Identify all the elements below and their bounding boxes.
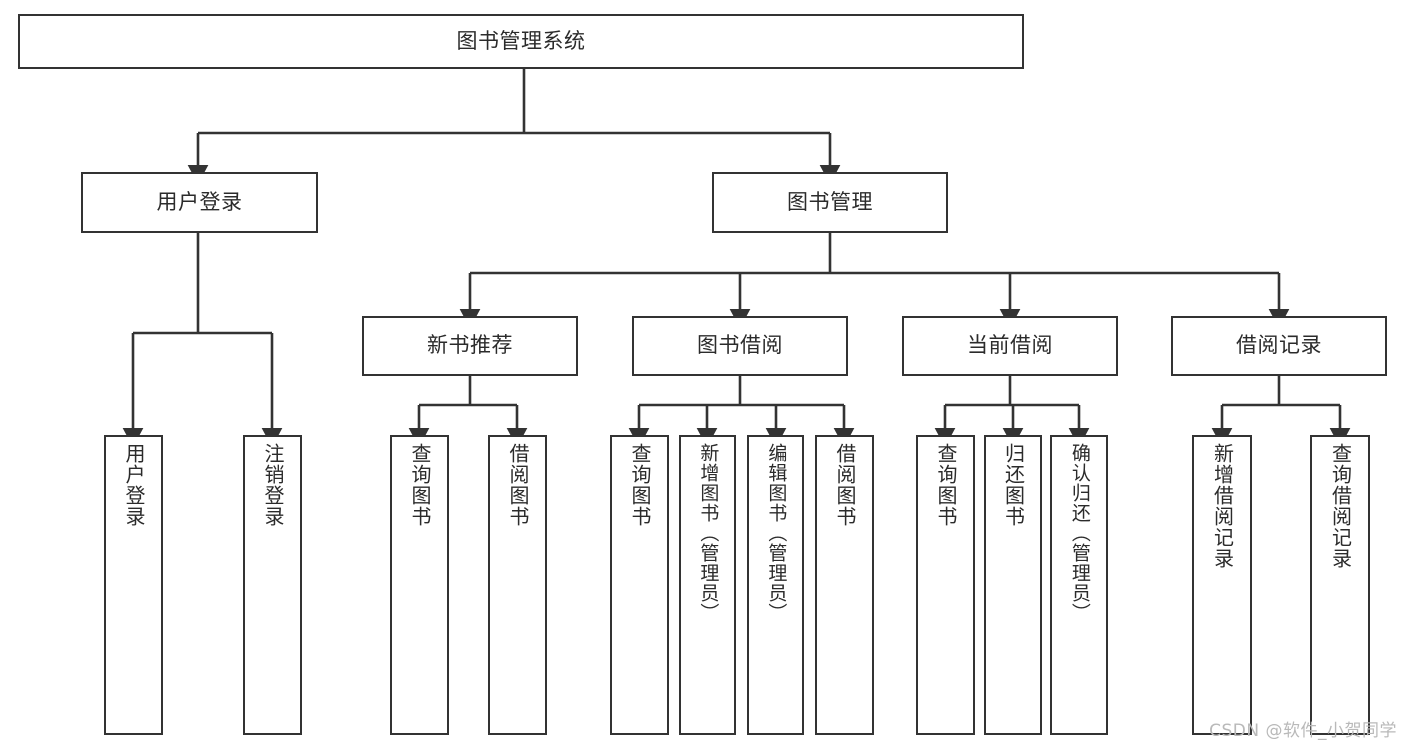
node-new-book-recommend[interactable]: 新书推荐 [362,316,578,376]
node-leaf-add-record-label: 新增借阅记录 [1210,443,1235,569]
node-leaf-user-login[interactable]: 用户登录 [104,435,163,735]
node-leaf-confirm-return-label: 确认归还（管理员） [1068,443,1091,623]
node-leaf-user-login-label: 用户登录 [122,443,146,527]
node-leaf-borrow-book-2-label: 借阅图书 [833,443,857,527]
node-leaf-edit-book[interactable]: 编辑图书（管理员） [747,435,804,735]
node-root-label: 图书管理系统 [456,28,586,53]
node-leaf-user-logout[interactable]: 注销登录 [243,435,302,735]
node-user-login[interactable]: 用户登录 [81,172,318,233]
node-user-login-label: 用户登录 [156,189,243,214]
node-leaf-query-book-2[interactable]: 查询图书 [610,435,669,735]
node-leaf-user-logout-label: 注销登录 [261,443,285,527]
node-borrow-record[interactable]: 借阅记录 [1171,316,1387,376]
node-book-borrow-label: 图书借阅 [697,333,783,358]
node-leaf-add-book[interactable]: 新增图书（管理员） [679,435,736,735]
node-leaf-query-book-2-label: 查询图书 [628,443,652,527]
node-book-borrow[interactable]: 图书借阅 [632,316,848,376]
node-leaf-add-record[interactable]: 新增借阅记录 [1192,435,1252,735]
node-leaf-borrow-book-1[interactable]: 借阅图书 [488,435,547,735]
node-leaf-query-record[interactable]: 查询借阅记录 [1310,435,1370,735]
node-leaf-edit-book-label: 编辑图书（管理员） [765,443,788,623]
node-book-manage[interactable]: 图书管理 [712,172,948,233]
node-current-borrow[interactable]: 当前借阅 [902,316,1118,376]
node-leaf-return-book[interactable]: 归还图书 [984,435,1042,735]
node-leaf-add-book-label: 新增图书（管理员） [697,443,720,623]
node-current-borrow-label: 当前借阅 [967,333,1053,358]
node-leaf-return-book-label: 归还图书 [1001,443,1026,527]
node-leaf-borrow-book-2[interactable]: 借阅图书 [815,435,874,735]
node-leaf-query-book-1-label: 查询图书 [408,443,432,527]
node-leaf-confirm-return[interactable]: 确认归还（管理员） [1050,435,1108,735]
node-leaf-query-book-1[interactable]: 查询图书 [390,435,449,735]
node-leaf-query-book-3-label: 查询图书 [934,443,958,527]
node-book-manage-label: 图书管理 [787,189,873,214]
node-leaf-query-book-3[interactable]: 查询图书 [916,435,975,735]
node-new-book-recommend-label: 新书推荐 [427,333,513,358]
node-root[interactable]: 图书管理系统 [18,14,1024,69]
node-borrow-record-label: 借阅记录 [1236,333,1322,358]
node-leaf-query-record-label: 查询借阅记录 [1328,443,1353,569]
node-leaf-borrow-book-1-label: 借阅图书 [506,443,530,527]
